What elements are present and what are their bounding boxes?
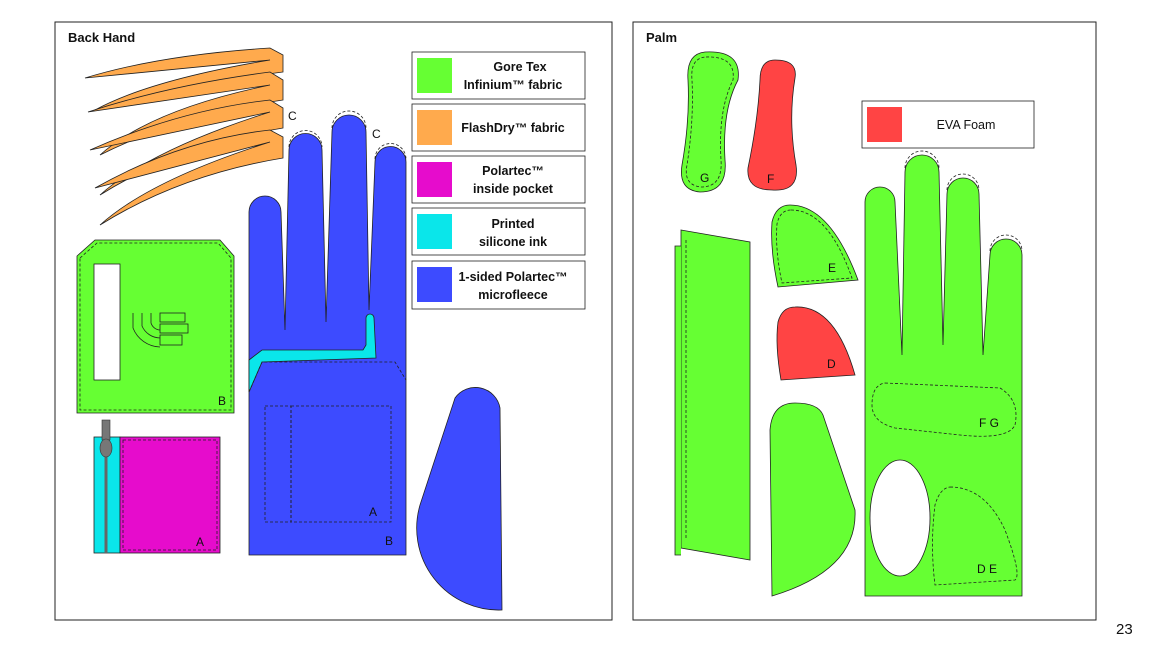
svg-text:EVA Foam: EVA Foam xyxy=(937,118,996,132)
label-b: B xyxy=(218,394,226,408)
label-b: B xyxy=(385,534,393,548)
label-c: C xyxy=(372,127,381,141)
svg-text:Printed: Printed xyxy=(491,217,534,231)
microfleece-thumb xyxy=(416,387,503,611)
microfleece-glove-back: A B xyxy=(248,110,407,556)
svg-text:Polartec™: Polartec™ xyxy=(482,164,544,178)
legend-item-gore-tex: Gore Tex Infinium™ fabric xyxy=(411,51,586,100)
window-cutout xyxy=(93,263,121,381)
legend-item-silicone: Printed silicone ink xyxy=(411,207,586,256)
page-number: 23 xyxy=(1116,621,1133,638)
flashdry-strip xyxy=(94,129,284,226)
legend-item-microfleece: 1-sided Polartec™ microfleece xyxy=(411,260,586,310)
svg-text:silicone ink: silicone ink xyxy=(479,235,547,249)
eva-legend: EVA Foam xyxy=(861,100,1035,149)
legend-item-polartec-pocket: Polartec™ inside pocket xyxy=(411,155,586,204)
svg-text:E: E xyxy=(828,261,836,275)
svg-text:G: G xyxy=(700,171,709,185)
padding-zone-de xyxy=(932,486,1018,586)
piece-d: D xyxy=(776,306,856,381)
gore-tex-patch-b: B xyxy=(76,239,235,414)
padding-zone-fg xyxy=(871,382,1017,437)
palm-thumb-piece xyxy=(769,402,856,597)
material-legend: Gore Tex Infinium™ fabric FlashDry™ fabr… xyxy=(411,51,586,310)
label-c: C xyxy=(288,109,297,123)
svg-text:microfleece: microfleece xyxy=(478,288,548,302)
north-face-logo xyxy=(132,312,189,348)
zipper-pull-icon xyxy=(101,419,111,441)
label-a: A xyxy=(369,505,377,519)
svg-text:F: F xyxy=(767,172,774,186)
inside-pocket-a: A xyxy=(93,419,221,554)
piece-f: F xyxy=(747,59,797,191)
svg-text:Infinium™ fabric: Infinium™ fabric xyxy=(464,78,563,92)
palm-side-strip xyxy=(674,229,751,561)
back-hand-title: Back Hand xyxy=(68,30,135,45)
palm-title: Palm xyxy=(646,30,677,45)
svg-text:FlashDry™ fabric: FlashDry™ fabric xyxy=(461,121,565,135)
label-a: A xyxy=(196,535,204,549)
legend-item-flashdry: FlashDry™ fabric xyxy=(411,103,586,152)
piece-e: E xyxy=(771,204,859,288)
svg-text:D: D xyxy=(827,357,836,371)
flashdry-strips xyxy=(84,47,284,226)
svg-text:F G: F G xyxy=(979,416,999,430)
palm-glove: F G D E xyxy=(864,150,1023,597)
piece-g: G xyxy=(681,51,739,193)
svg-text:Gore Tex: Gore Tex xyxy=(493,60,546,74)
svg-text:1-sided Polartec™: 1-sided Polartec™ xyxy=(458,270,567,284)
svg-text:inside pocket: inside pocket xyxy=(473,182,554,196)
svg-text:D E: D E xyxy=(977,562,997,576)
palm-cutout xyxy=(869,459,931,577)
silicone-print xyxy=(248,313,377,393)
